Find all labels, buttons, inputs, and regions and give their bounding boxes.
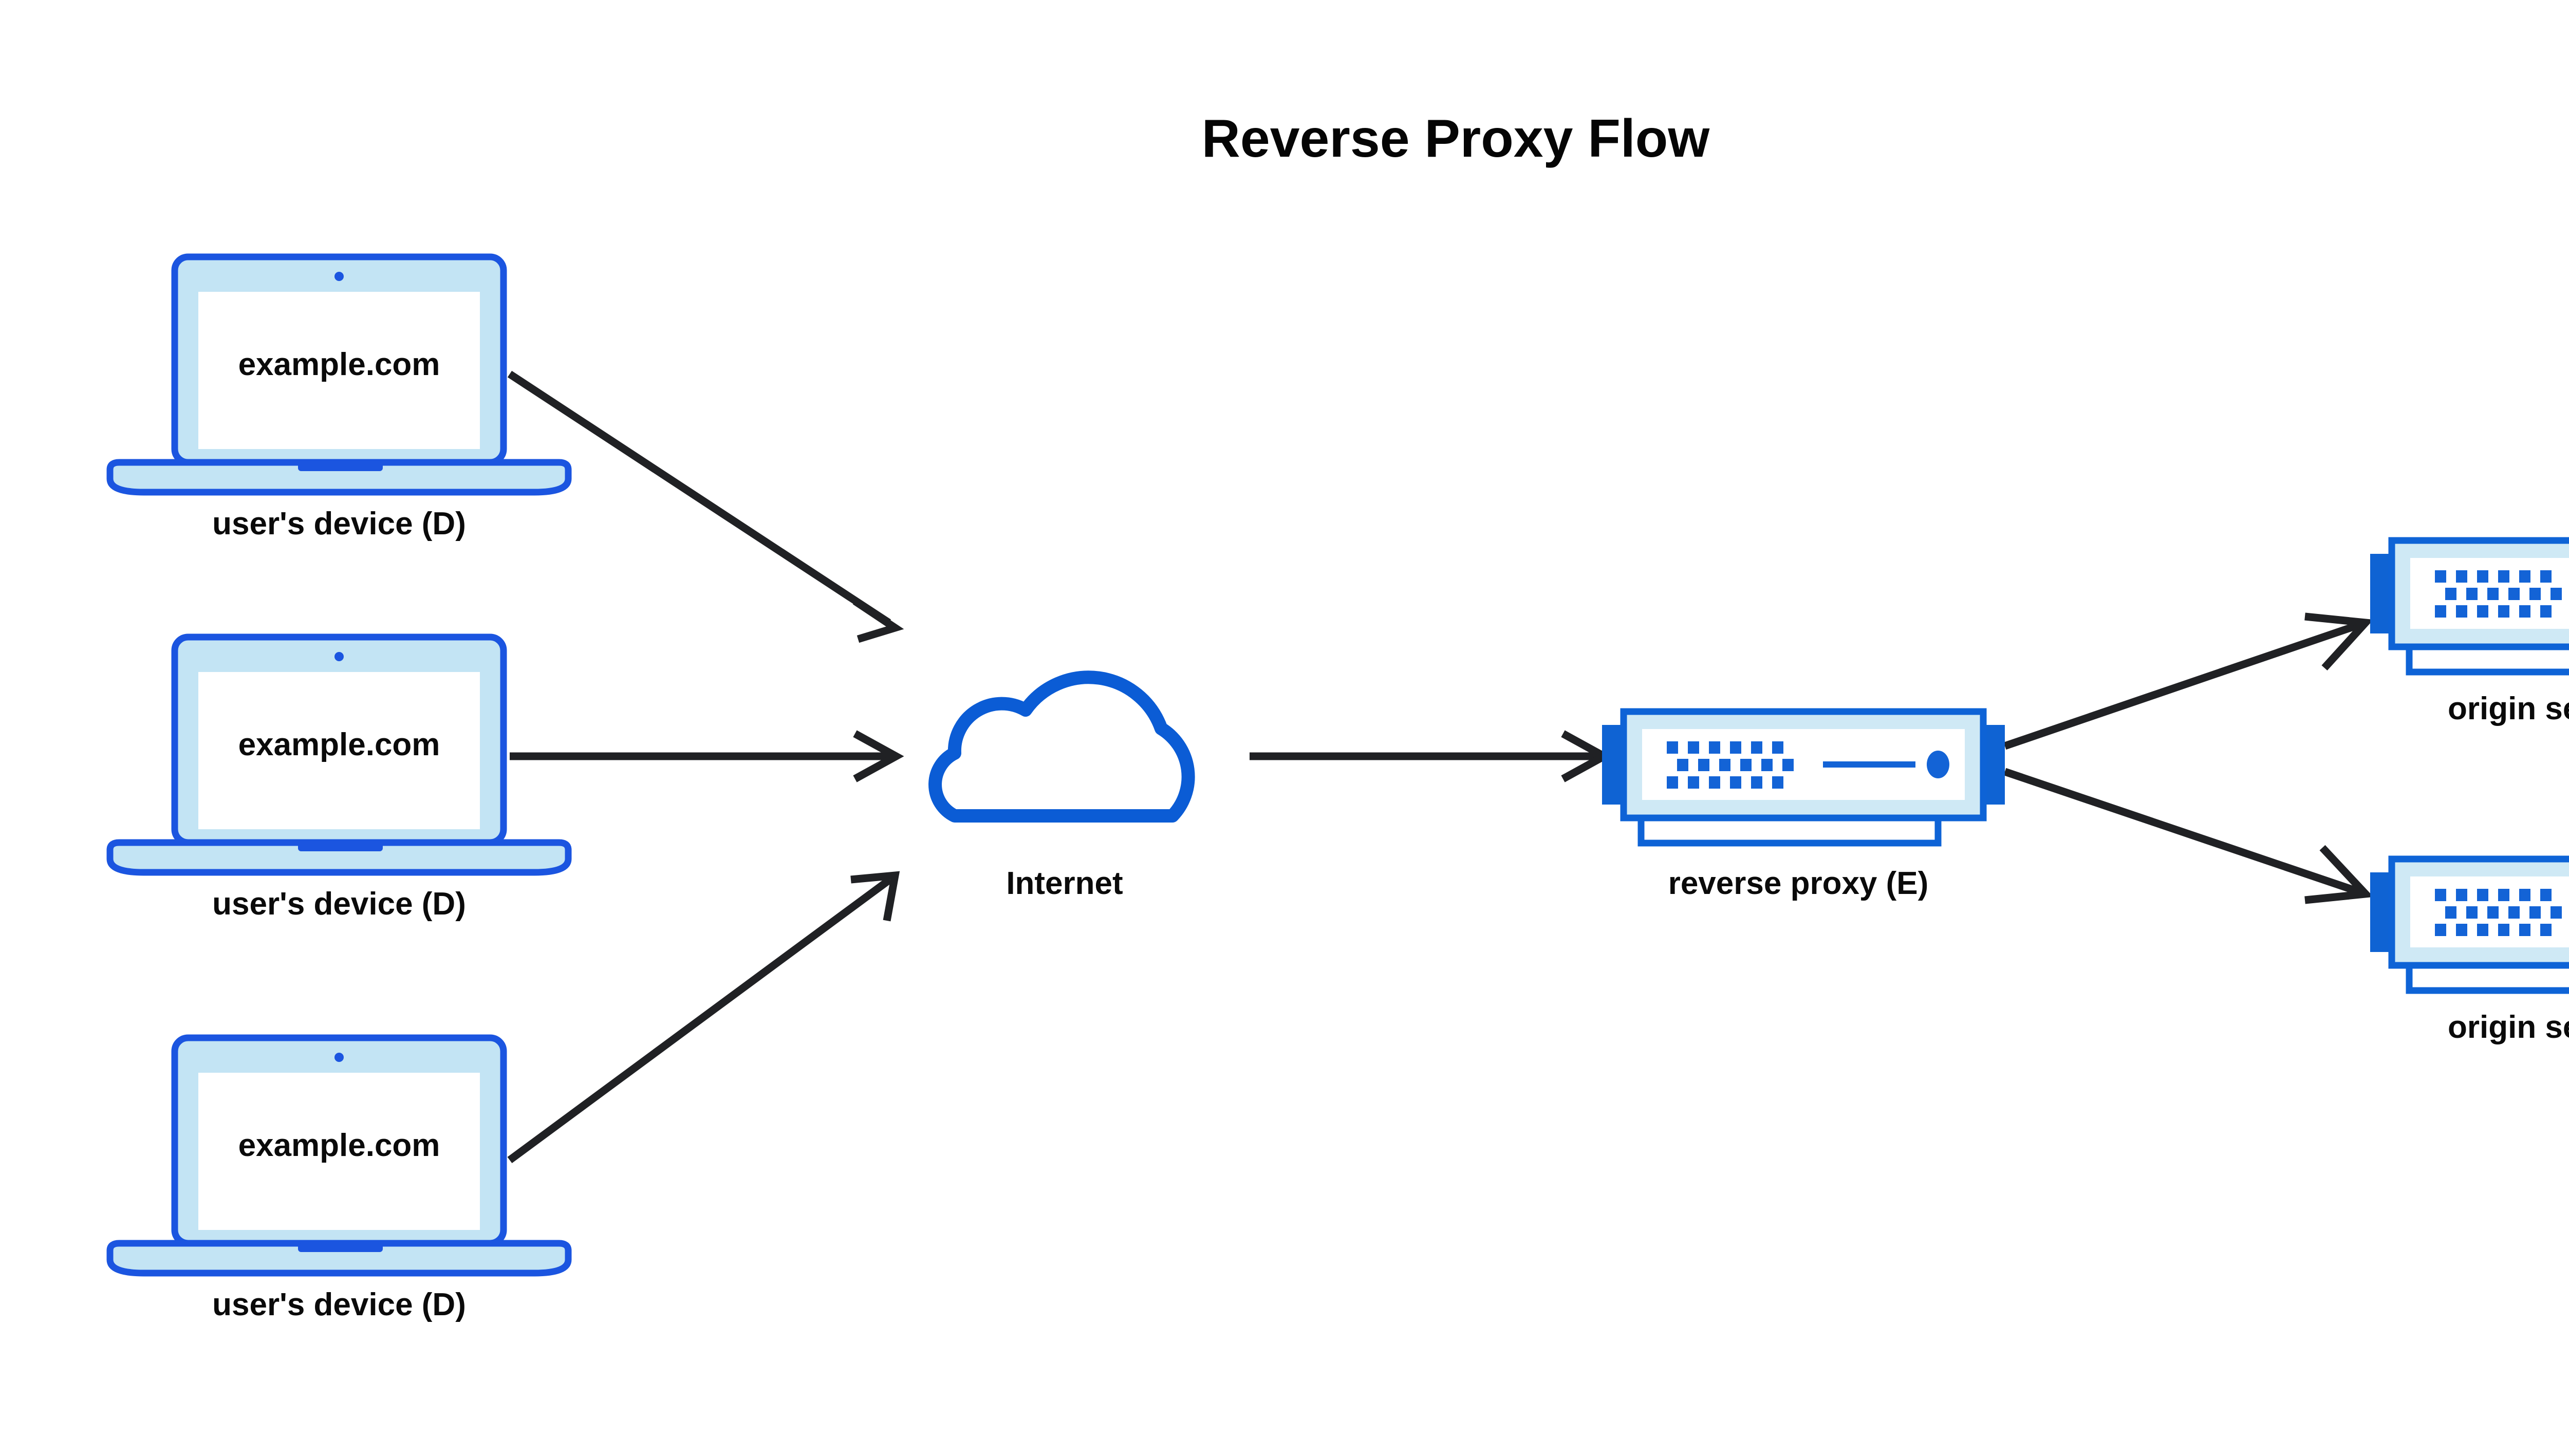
- node-origin-top[interactable]: origin server (F): [2370, 540, 2569, 726]
- page-title: Reverse Proxy Flow: [1202, 109, 1710, 169]
- edges-layer: [507, 370, 2374, 1164]
- edge-proxy-to-origin-bottom: [2003, 768, 2374, 904]
- node-reverse-proxy[interactable]: reverse proxy (E): [1602, 712, 2005, 901]
- device-screen-text: example.com: [238, 347, 440, 382]
- node-origin-bottom[interactable]: origin server (F): [2370, 859, 2569, 1045]
- server-icon: [2370, 859, 2569, 991]
- device-screen-text: example.com: [238, 727, 440, 762]
- origin-label: origin server (F): [2448, 691, 2569, 726]
- edge-device-bottom-to-cloud: [507, 871, 900, 1164]
- origin-label: origin server (F): [2448, 1010, 2569, 1045]
- node-device-bottom[interactable]: example.com user's device (D): [110, 1038, 568, 1322]
- server-icon: [1602, 712, 2005, 843]
- proxy-label: reverse proxy (E): [1668, 866, 1929, 901]
- cloud-icon: [935, 677, 1188, 816]
- edge-device-middle-to-cloud: [510, 730, 904, 782]
- node-internet-cloud[interactable]: Internet: [935, 677, 1188, 901]
- device-label: user's device (D): [212, 1287, 466, 1322]
- edge-proxy-to-origin-top: [2003, 612, 2374, 750]
- node-device-top[interactable]: example.com user's device (D): [110, 257, 568, 542]
- server-icon: [2370, 540, 2569, 672]
- edge-device-top-to-cloud: [507, 370, 904, 643]
- node-device-middle[interactable]: example.com user's device (D): [110, 637, 568, 922]
- device-label: user's device (D): [212, 506, 466, 542]
- device-screen-text: example.com: [238, 1128, 440, 1163]
- device-label: user's device (D): [212, 886, 466, 922]
- edge-cloud-to-proxy: [1250, 730, 1612, 782]
- cloud-label: Internet: [1006, 866, 1123, 901]
